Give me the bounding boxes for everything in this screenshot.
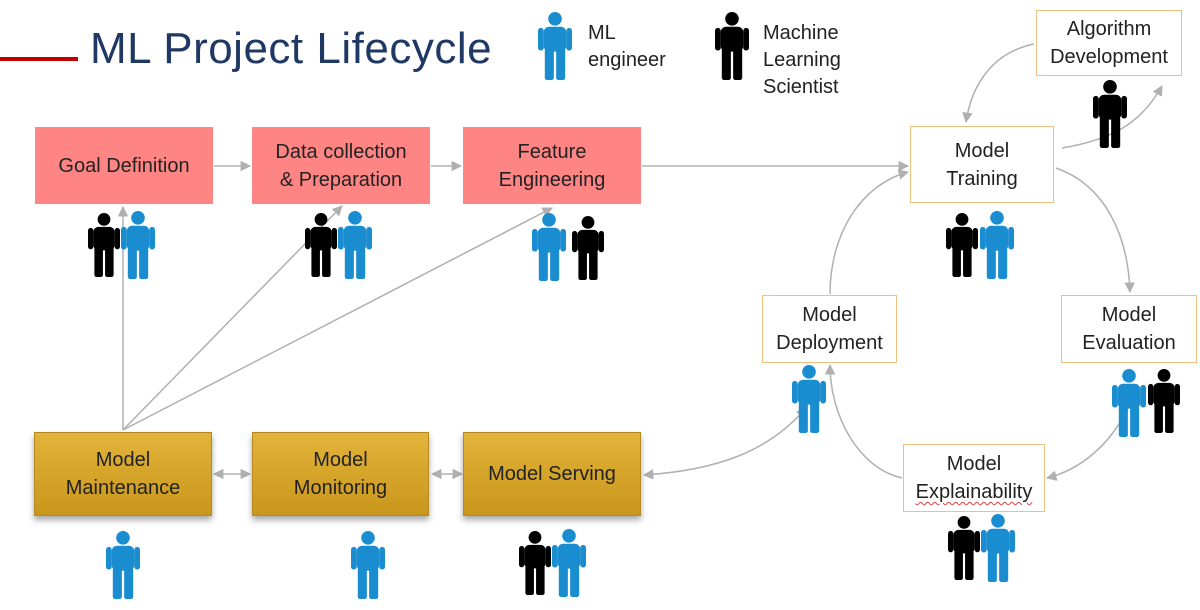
maintenance-engineer-icon: [106, 531, 140, 599]
explainability-engineer-icon: [981, 514, 1015, 582]
stage-goal-definition: Goal Definition: [35, 127, 213, 204]
feature-engineer-icon: [532, 213, 566, 281]
deployment-engineer-icon: [792, 365, 826, 433]
title-accent-bar: [0, 57, 78, 61]
arrow-maintenance-to-feature: [122, 207, 553, 431]
arrow-deployment-serving: [642, 407, 807, 480]
stage-algorithm-development: Algorithm Development: [1036, 10, 1182, 76]
training-scientist-icon: [946, 213, 978, 277]
monitoring-engineer-icon: [351, 531, 385, 599]
stage-model-training: Model Training: [910, 126, 1054, 203]
evaluation-scientist-icon: [1148, 369, 1180, 433]
stage-model-maintenance: Model Maintenance: [34, 432, 212, 516]
page-title: ML Project Lifecycle: [90, 24, 493, 73]
goal-scientist-icon: [88, 213, 120, 277]
explainability-scientist-icon: [948, 516, 980, 580]
stage-model-monitoring: Model Monitoring: [252, 432, 429, 516]
explainability-line2: Explainability: [915, 481, 1033, 503]
serving-engineer-icon: [552, 529, 586, 597]
legend-ml-engineer-icon: [538, 12, 572, 80]
goal-engineer-icon: [121, 211, 155, 279]
arrow-algorithm-to-training: [962, 43, 1035, 124]
serving-scientist-icon: [519, 531, 551, 595]
arrow-explainability-to-deployment: [824, 363, 903, 479]
feature-scientist-icon: [572, 216, 604, 280]
stage-feature-engineering: Feature Engineering: [463, 127, 641, 204]
stage-model-explainability: Model Explainability: [903, 444, 1045, 512]
stage-data-collection: Data collection & Preparation: [252, 127, 430, 204]
training-engineer-icon: [980, 211, 1014, 279]
data-engineer-icon: [338, 211, 372, 279]
arrow-training-to-evaluation: [1055, 167, 1135, 294]
stage-model-serving: Model Serving: [463, 432, 641, 516]
evaluation-engineer-icon: [1112, 369, 1146, 437]
legend-ml-engineer-label: ML engineer: [588, 22, 666, 71]
arrow-deployment-to-training: [829, 169, 910, 295]
legend-scientist-label: Machine Learning Scientist: [763, 22, 841, 98]
stage-model-evaluation: Model Evaluation: [1061, 295, 1197, 363]
algorithm-scientist-icon: [1093, 80, 1127, 148]
legend-scientist-icon: [715, 12, 749, 80]
data-scientist-icon: [305, 213, 337, 277]
stage-model-deployment: Model Deployment: [762, 295, 897, 363]
explainability-line1: Model: [946, 453, 1002, 475]
arrow-training-to-algorithm: [1061, 85, 1163, 149]
